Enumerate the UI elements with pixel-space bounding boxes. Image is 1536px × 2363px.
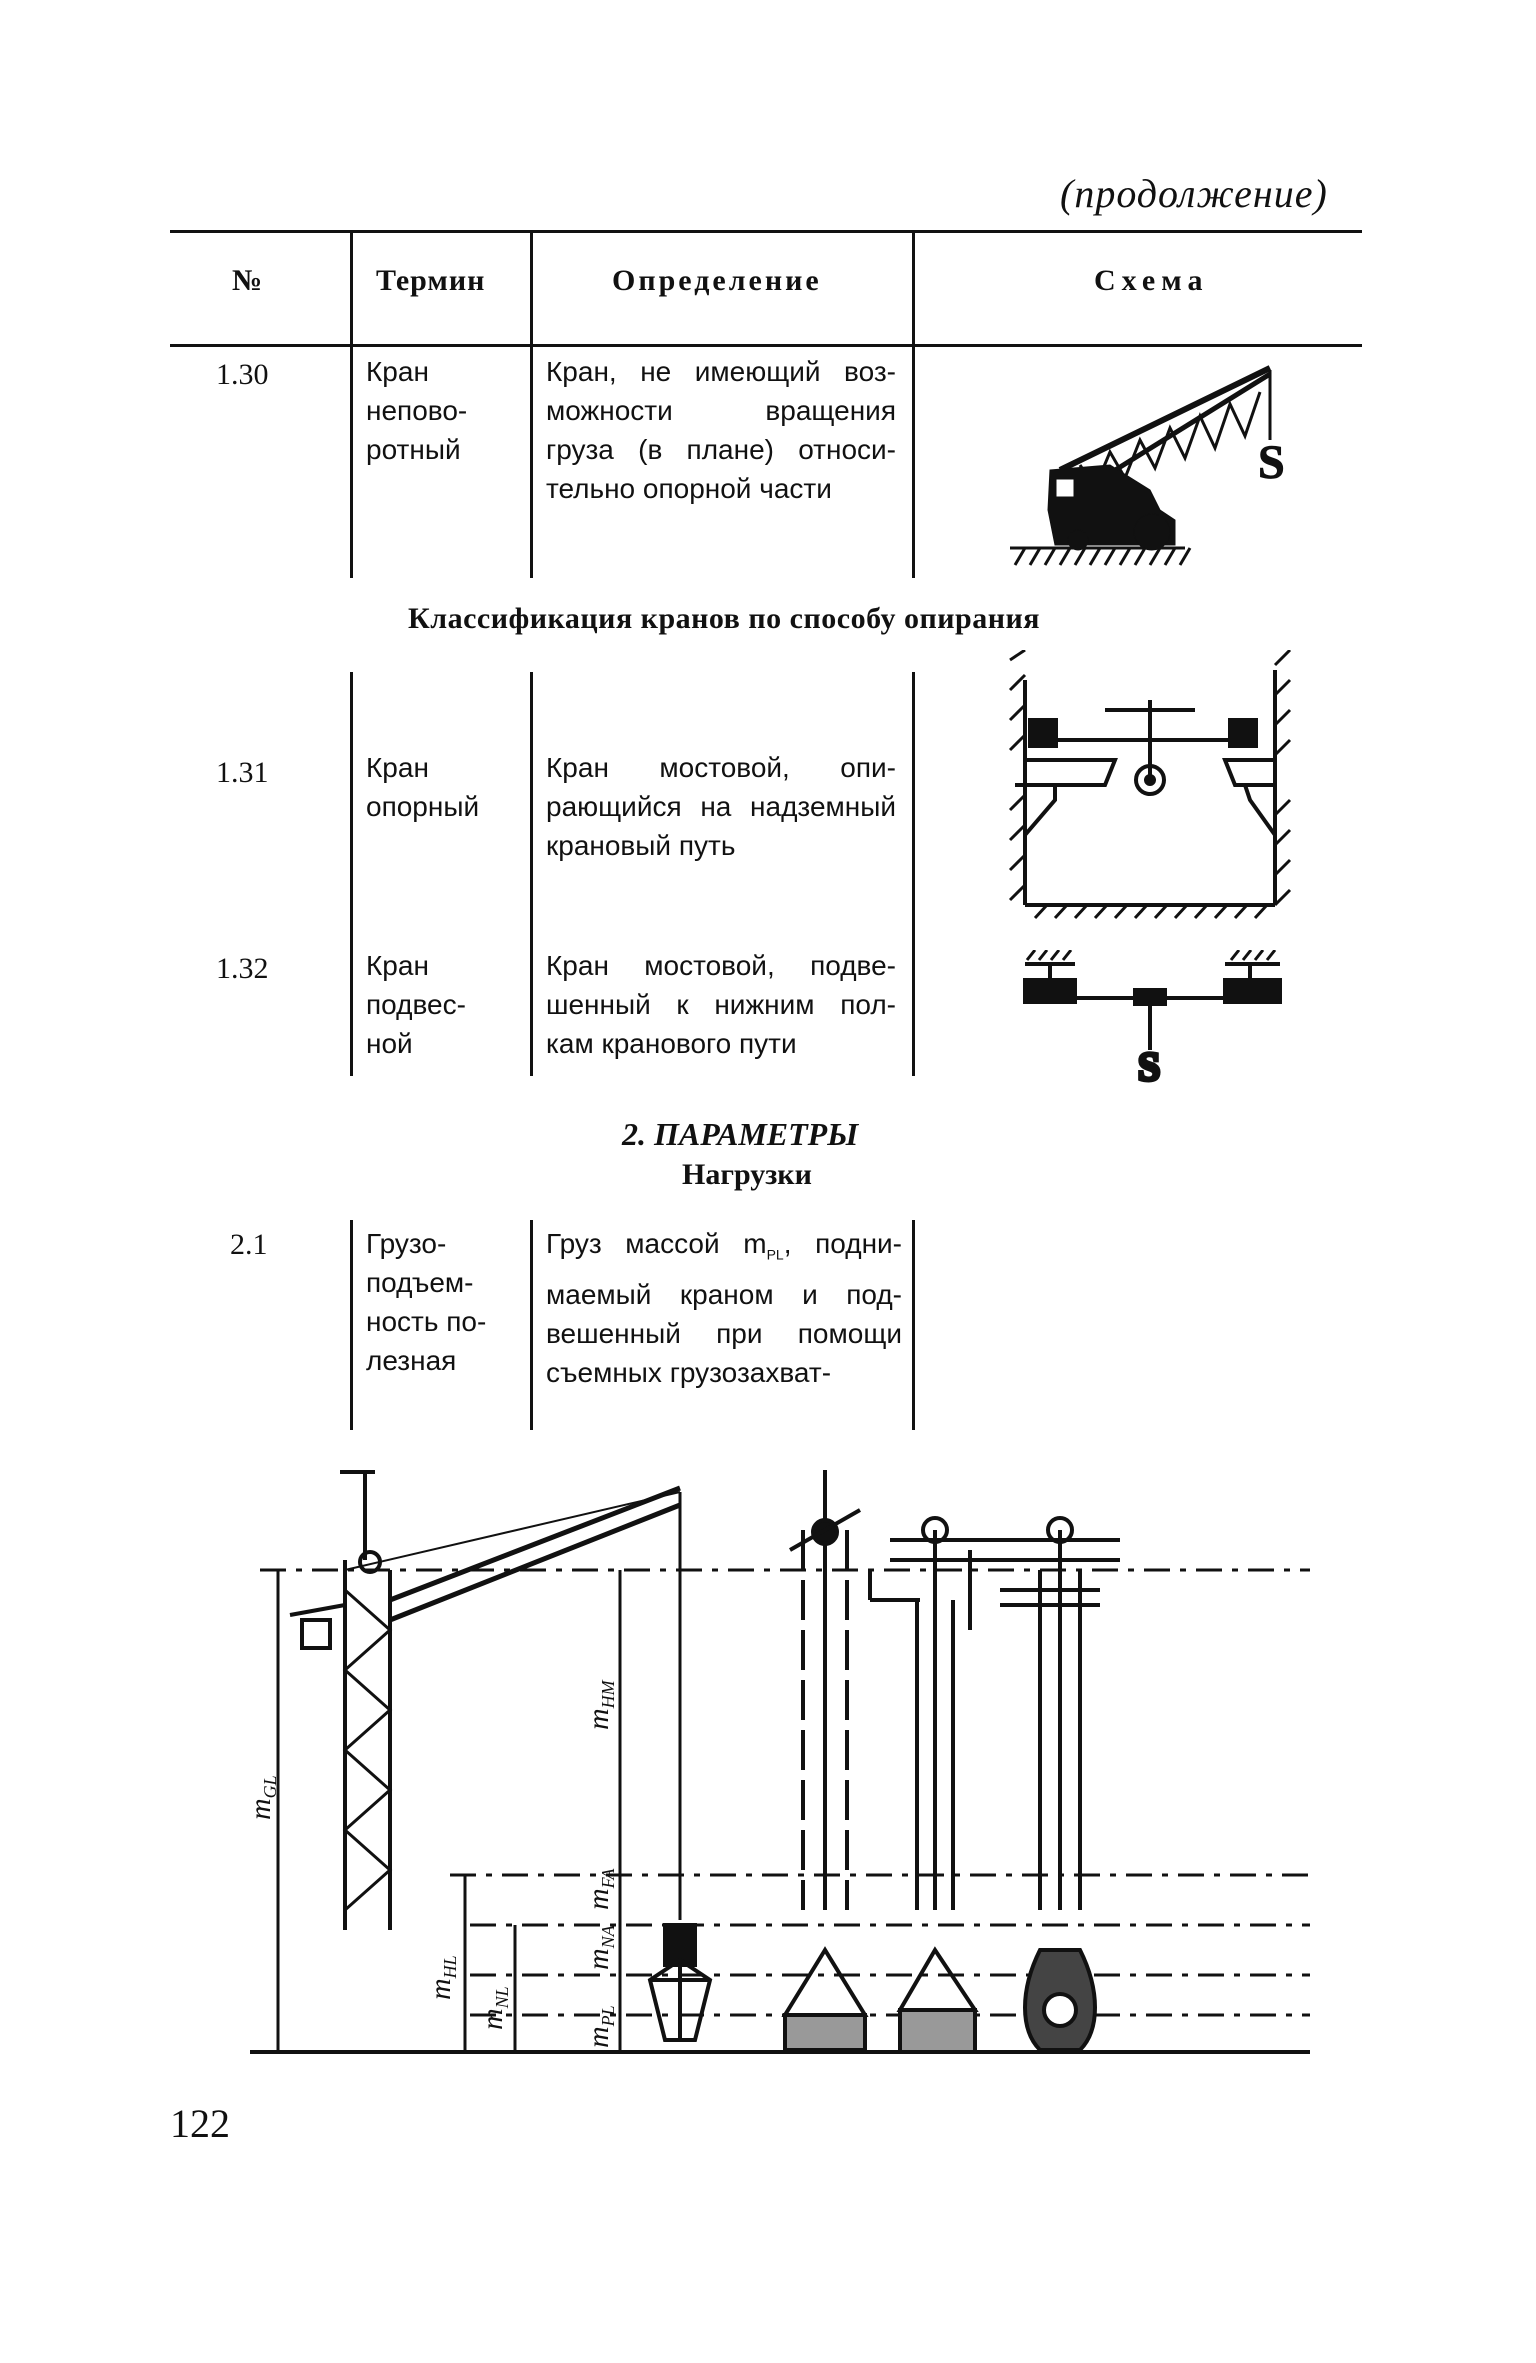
row-term: Кран непово- ротный: [366, 352, 526, 469]
label-mGL: mGL: [244, 1775, 280, 1820]
row-number: 1.32: [216, 952, 269, 985]
section-heading-loads: Нагрузки: [682, 1158, 812, 1191]
column-divider: [350, 672, 353, 1076]
row-definition: Кран мостовой, подве- шенный к нижним по…: [546, 946, 896, 1063]
mobile-crane-scheme: S: [1010, 365, 1285, 566]
definition-line: рающийся на надземный: [546, 791, 896, 822]
section-heading-support: Классификация кранов по способу опирания: [408, 602, 1040, 635]
page-number: 122: [170, 2101, 230, 2146]
row-number: 2.1: [230, 1228, 268, 1261]
label-mHM: mHM: [582, 1679, 618, 1730]
column-divider: [350, 1220, 353, 1430]
label-mHL: mHL: [424, 1955, 460, 2000]
label-mFA: mFA: [582, 1868, 618, 1910]
term-line: Грузо-: [366, 1228, 447, 1259]
section-heading-params: 2. ПАРАМЕТРЫ: [622, 1116, 859, 1152]
definition-line: маемый краном и под-: [546, 1278, 902, 1310]
svg-text:S: S: [1258, 436, 1285, 489]
column-divider: [530, 672, 533, 1076]
term-line: непово-: [366, 395, 468, 426]
table-top-rule: [170, 230, 1362, 233]
label-mNL: mNL: [476, 1986, 512, 2030]
column-divider: [530, 346, 533, 578]
column-divider: [350, 346, 353, 578]
row-definition: Кран, не имеющий воз- можности вращения …: [546, 352, 896, 508]
term-line: ротный: [366, 434, 461, 465]
row-term: Кран подвес- ной: [366, 946, 526, 1063]
term-line: лезная: [366, 1345, 457, 1376]
header-num: №: [232, 264, 263, 297]
table-header-rule: [170, 344, 1362, 347]
definition-line: можности вращения: [546, 395, 896, 426]
header-divider: [530, 230, 533, 344]
definition-line: груза (в плане) относи-: [546, 434, 896, 465]
header-divider: [350, 230, 353, 344]
header-definition: Определение: [612, 264, 822, 297]
definition-line: шенный к нижним пол-: [546, 989, 896, 1020]
definition-line: Кран мостовой, опи-: [546, 752, 896, 783]
svg-text:S: S: [1138, 1044, 1160, 1089]
definition-line: Кран мостовой, подве-: [546, 950, 896, 981]
definition-line: крановый путь: [546, 830, 736, 861]
term-line: ной: [366, 1028, 413, 1059]
term-line: ность по-: [366, 1306, 487, 1337]
column-divider: [912, 346, 915, 578]
term-line: Кран: [366, 950, 429, 981]
header-term: Термин: [376, 264, 486, 297]
column-divider: [530, 1220, 533, 1430]
definition-line: кам кранового пути: [546, 1028, 797, 1059]
term-line: подвес-: [366, 989, 466, 1020]
continuation-label: (продолжение): [1060, 171, 1328, 216]
term-line: опорный: [366, 791, 480, 822]
definition-line: Кран, не имеющий воз-: [546, 356, 896, 387]
definition-line: вешенный при помощи: [546, 1317, 902, 1349]
overhead-crane-scheme: [1008, 650, 1292, 920]
row-number: 1.30: [216, 358, 269, 391]
row-definition: Кран мостовой, опи- рающийся на надземны…: [546, 748, 896, 865]
load-diagram: mGL mHL mNL mHM mFA mNA mPL: [244, 1470, 1310, 2054]
header-divider: [912, 230, 915, 344]
label-mNA: mNA: [582, 1924, 618, 1970]
definition-line: Груз массой mPL, подни-: [546, 1228, 902, 1263]
suspended-crane-scheme: S: [1023, 950, 1282, 1090]
row-number: 1.31: [216, 756, 269, 789]
row-term: Грузо- подъем- ность по- лезная: [366, 1224, 526, 1380]
row-term: Кран опорный: [366, 748, 526, 826]
column-divider: [912, 672, 915, 1076]
term-line: Кран: [366, 752, 429, 783]
definition-line: тельно опорной части: [546, 473, 832, 504]
row-definition: Груз массой mPL, подни- маемый краном и …: [546, 1224, 902, 1392]
definition-line: съемных грузозахват-: [546, 1356, 832, 1388]
header-scheme: Схема: [1094, 264, 1209, 297]
term-line: подъем-: [366, 1267, 474, 1298]
column-divider: [912, 1220, 915, 1430]
term-line: Кран: [366, 356, 429, 387]
label-mPL: mPL: [582, 2005, 618, 2048]
